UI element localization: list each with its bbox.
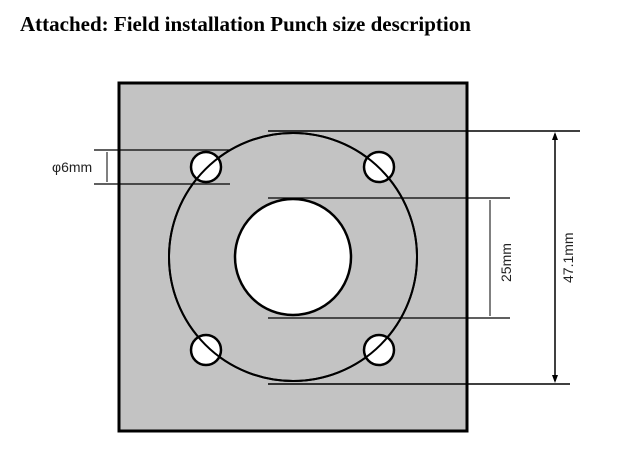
center-hole-label: 25mm [498,243,514,282]
page-title: Attached: Field installation Punch size … [20,12,471,36]
arrow-head-down [552,375,558,383]
small-hole-top-left [189,150,223,184]
bolt-circle-overlay [168,132,418,382]
arrow-head-up [552,132,558,140]
small-hole-bottom-left [189,333,223,367]
center-hole [233,197,353,317]
bolt-circle-label: 47.1mm [560,232,576,283]
small-hole-label: φ6mm [52,159,92,175]
small-hole-bottom-right [362,333,396,367]
